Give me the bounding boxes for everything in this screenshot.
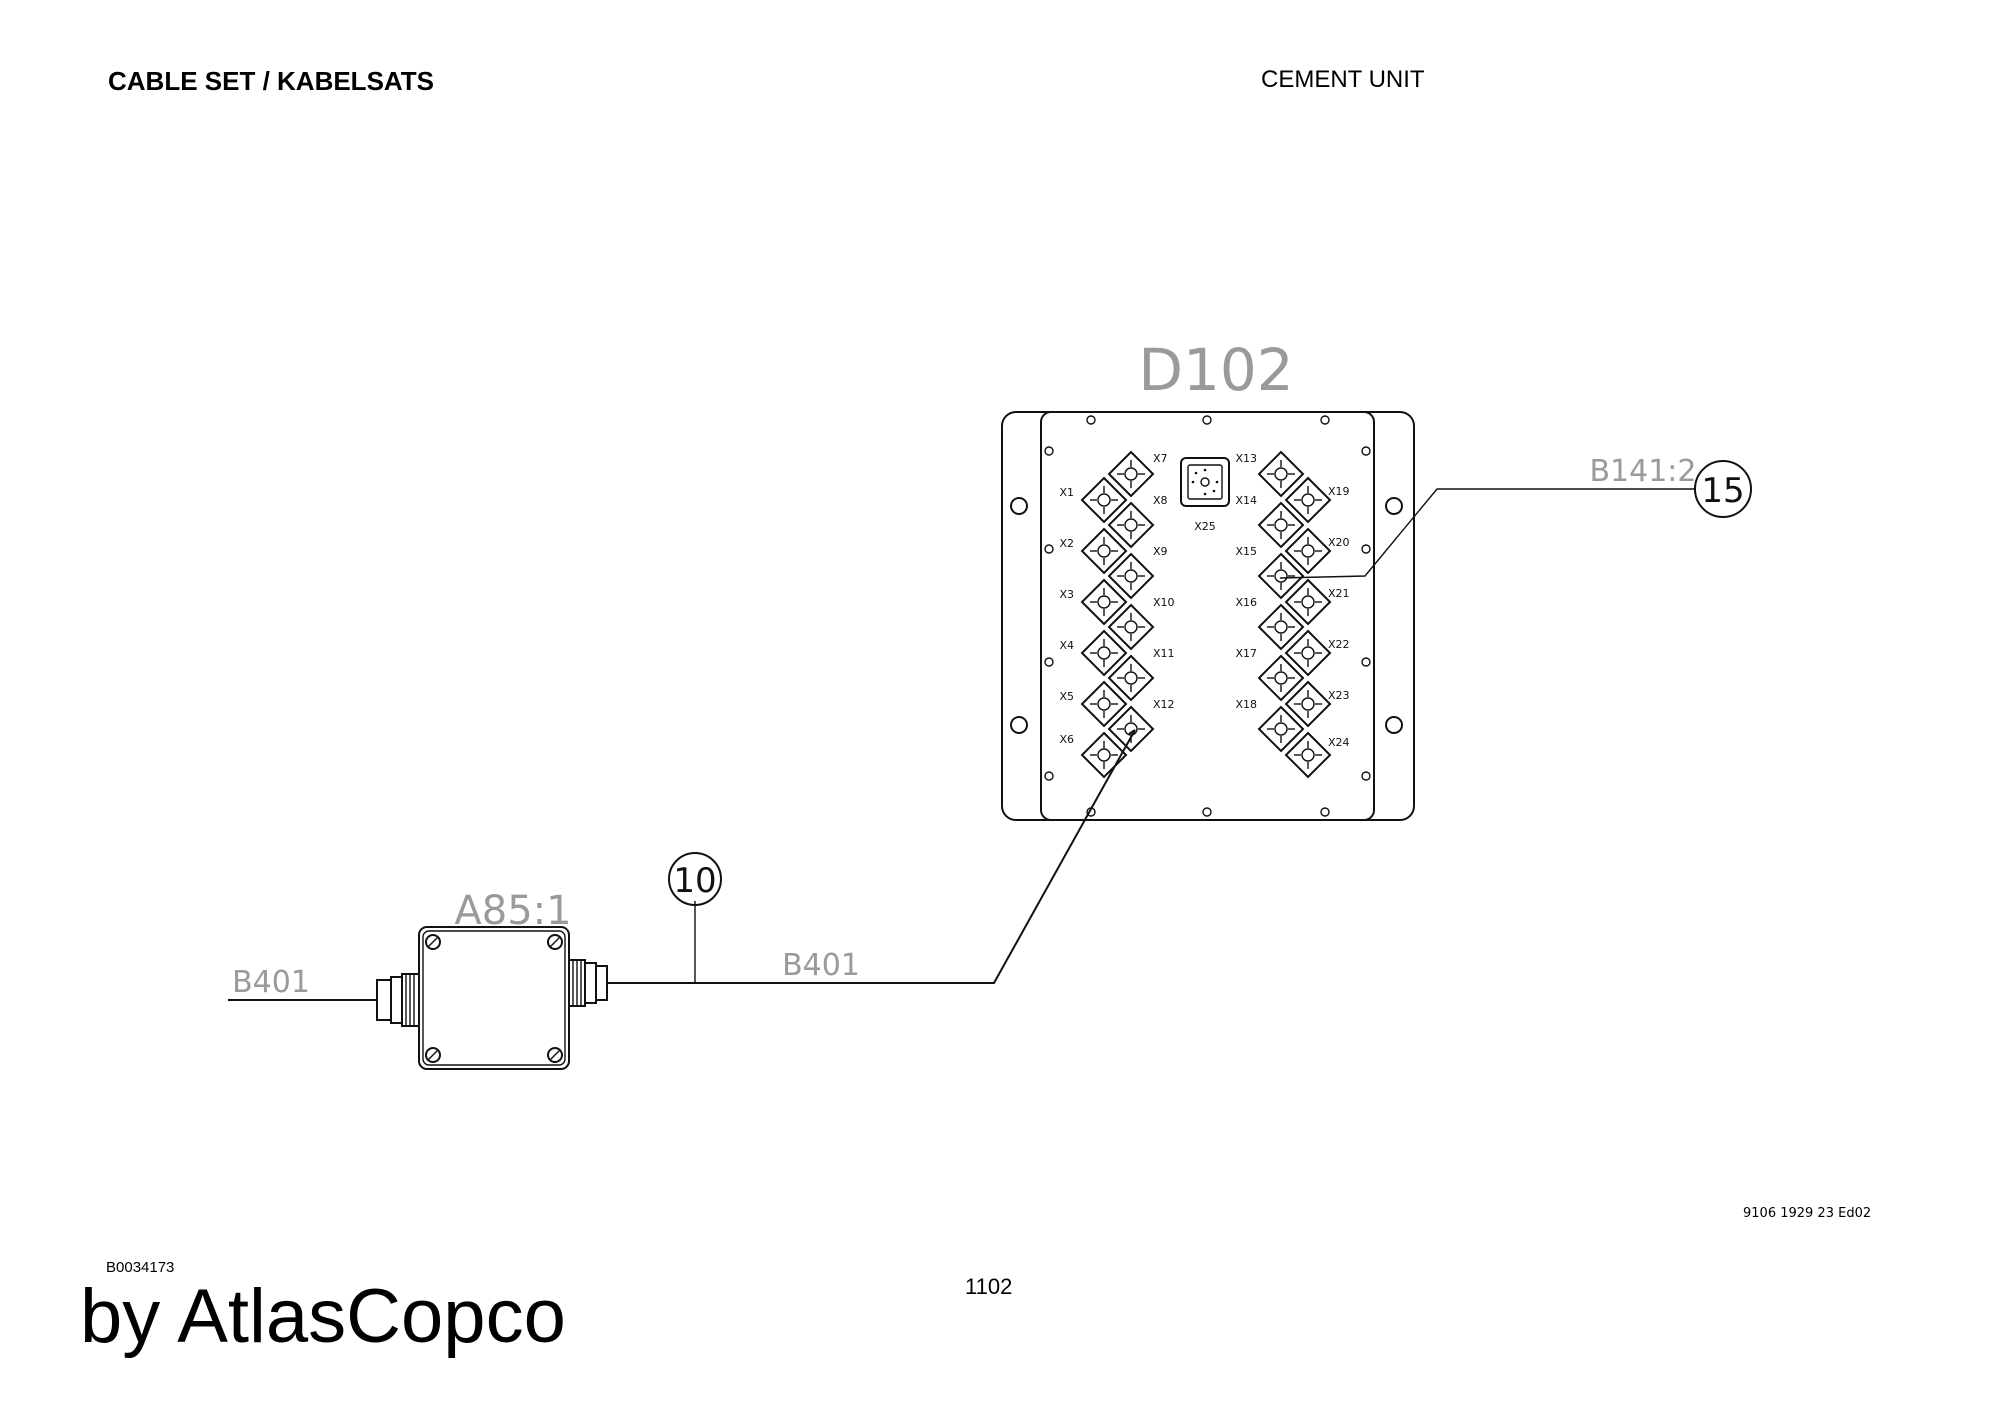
callout-15-number: 15 xyxy=(1701,471,1744,511)
connector-label-x9: X9 xyxy=(1153,545,1168,558)
mount-hole xyxy=(1361,446,1371,456)
connector-label-x12: X12 xyxy=(1153,698,1175,711)
connector-label-x6: X6 xyxy=(1059,733,1074,746)
cable-b401-mid-end xyxy=(1128,729,1136,735)
mount-hole xyxy=(1044,544,1054,554)
mount-hole xyxy=(1361,544,1371,554)
mount-hole xyxy=(1202,415,1212,425)
page-number: 1102 xyxy=(965,1274,1013,1299)
cable-label-left: B401 xyxy=(232,965,310,1000)
connector-x22 xyxy=(1284,629,1332,677)
drawing-number: B0034173 xyxy=(106,1259,175,1276)
connector-label-x4: X4 xyxy=(1059,639,1074,652)
cable-b141 xyxy=(1279,488,1695,579)
mount-hole xyxy=(1361,771,1371,781)
connector-label-x18: X18 xyxy=(1235,698,1257,711)
connector-label-x21: X21 xyxy=(1328,587,1350,600)
mount-hole xyxy=(1202,807,1212,817)
connector-label-x25: X25 xyxy=(1194,520,1216,533)
connector-label-x17: X17 xyxy=(1235,647,1257,660)
connector-label-x3: X3 xyxy=(1059,588,1074,601)
connector-x19 xyxy=(1284,476,1332,524)
mount-hole xyxy=(1361,657,1371,667)
header-left-title: CABLE SET / KABELSATS xyxy=(108,66,434,96)
connector-label-x23: X23 xyxy=(1328,689,1350,702)
callout-10: 10 xyxy=(668,852,722,906)
mount-hole-large xyxy=(1385,497,1403,515)
connector-x16 xyxy=(1257,603,1305,651)
connector-label-x1: X1 xyxy=(1059,486,1074,499)
mount-hole xyxy=(1044,657,1054,667)
header-right-title: CEMENT UNIT xyxy=(1261,66,1425,93)
cable-label-mid: B401 xyxy=(782,948,860,983)
mount-hole xyxy=(1044,446,1054,456)
connector-x5 xyxy=(1080,680,1128,728)
connector-x2 xyxy=(1080,527,1128,575)
connector-x25: X25 xyxy=(1180,457,1230,533)
connector-x11 xyxy=(1107,654,1155,702)
connector-label-x13: X13 xyxy=(1235,452,1257,465)
connector-x24 xyxy=(1284,731,1332,779)
callout-10-number: 10 xyxy=(673,861,716,901)
junction-box-a85 xyxy=(376,926,608,1070)
connector-x23 xyxy=(1284,680,1332,728)
unit-label: D102 xyxy=(1138,336,1293,404)
connector-label-x19: X19 xyxy=(1328,485,1350,498)
connector-label-x2: X2 xyxy=(1059,537,1074,550)
box-screw xyxy=(425,934,563,1063)
connector-label-x7: X7 xyxy=(1153,452,1168,465)
mount-hole xyxy=(1044,771,1054,781)
connector-x17 xyxy=(1257,654,1305,702)
connector-x20 xyxy=(1284,527,1332,575)
connector-x13 xyxy=(1257,450,1305,498)
connector-label-x15: X15 xyxy=(1235,545,1257,558)
connector-label-x11: X11 xyxy=(1153,647,1175,660)
connector-label-x24: X24 xyxy=(1328,736,1350,749)
mount-hole-large xyxy=(1010,497,1028,515)
connector-x6 xyxy=(1080,731,1128,779)
mount-hole xyxy=(1320,807,1330,817)
mount-hole-large xyxy=(1385,716,1403,734)
cable-b401-mid xyxy=(606,729,1136,984)
connector-label-x22: X22 xyxy=(1328,638,1350,651)
connector-x15 xyxy=(1257,552,1305,600)
cable-gland-right xyxy=(568,959,608,1007)
connector-label-x8: X8 xyxy=(1153,494,1168,507)
connector-x1 xyxy=(1080,476,1128,524)
mount-hole xyxy=(1320,415,1330,425)
connector-x10 xyxy=(1107,603,1155,651)
connector-label-x16: X16 xyxy=(1235,596,1257,609)
connector-label-x20: X20 xyxy=(1328,536,1350,549)
connector-x4 xyxy=(1080,629,1128,677)
connector-x7 xyxy=(1107,450,1155,498)
connector-label-x10: X10 xyxy=(1153,596,1175,609)
connector-x12 xyxy=(1107,705,1155,753)
document-code: 9106 1929 23 Ed02 xyxy=(1743,1206,1872,1221)
brand-watermark: by AtlasCopco xyxy=(80,1274,566,1359)
connector-x14 xyxy=(1257,501,1305,549)
mount-hole-large xyxy=(1010,716,1028,734)
connector-x3 xyxy=(1080,578,1128,626)
connector-x9 xyxy=(1107,552,1155,600)
connector-label-x14: X14 xyxy=(1235,494,1257,507)
mount-hole xyxy=(1086,415,1096,425)
callout-15: 15 xyxy=(1694,460,1752,518)
connector-x21 xyxy=(1284,578,1332,626)
connector-x18 xyxy=(1257,705,1305,753)
cable-gland-left xyxy=(376,973,420,1027)
cable-label-right: B141:2 xyxy=(1589,454,1696,489)
connector-x8 xyxy=(1107,501,1155,549)
connector-label-x5: X5 xyxy=(1059,690,1074,703)
